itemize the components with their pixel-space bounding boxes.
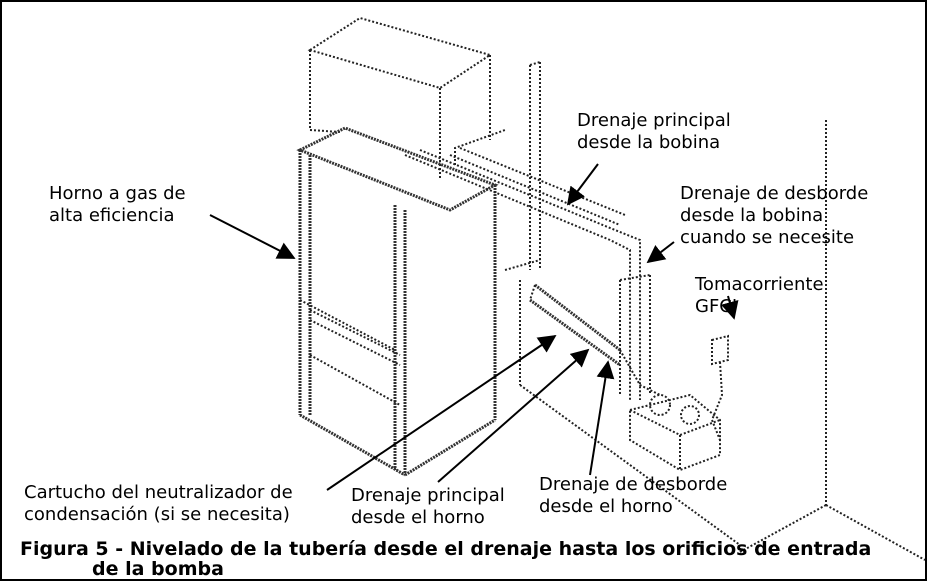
gfci-outlet <box>710 334 729 441</box>
vent-pipe <box>529 61 541 270</box>
room-lines <box>519 120 926 561</box>
furnace-cabinet <box>296 16 499 477</box>
figure-caption: Figura 5 - Nivelado de la tubería desde … <box>20 538 872 580</box>
leader-arrows <box>209 163 739 491</box>
label-main-drain-coil: Drenaje principal desde la bobina <box>577 110 731 153</box>
neutralizer-cartridge <box>529 283 661 396</box>
condensate-pump <box>629 393 721 472</box>
label-overflow-drain-furnace: Drenaje de desborde desde el horno <box>539 474 728 517</box>
coil-drain-pipes <box>404 129 651 400</box>
label-furnace: Horno a gas de alta eficiencia <box>49 183 186 226</box>
label-cartridge: Cartucho del neutralizador de condensaci… <box>24 482 293 525</box>
label-main-drain-furnace: Drenaje principal desde el horno <box>351 485 505 528</box>
label-gfci-outlet: Tomacorriente GFCI <box>695 274 824 317</box>
label-overflow-drain-coil: Drenaje de desborde desde la bobina cuan… <box>680 183 869 248</box>
